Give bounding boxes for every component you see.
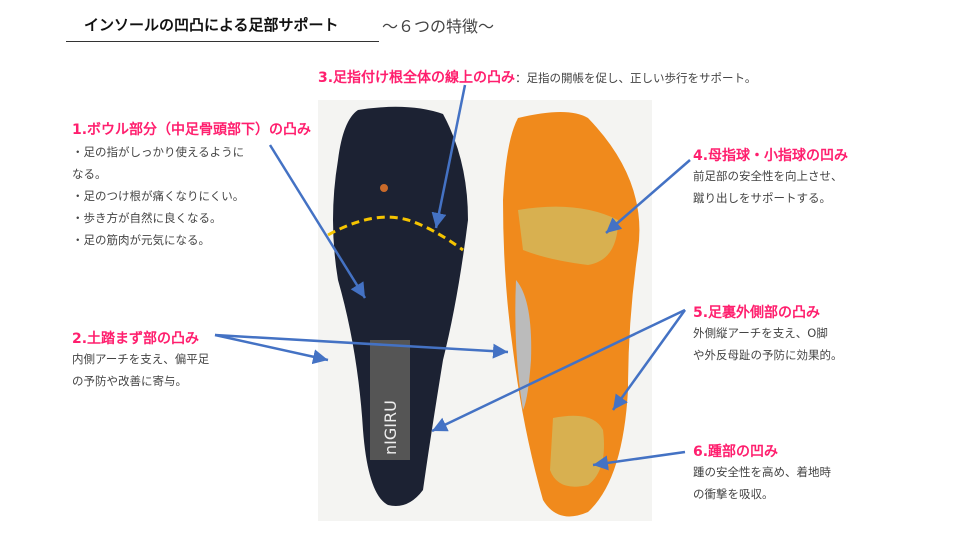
feature-6: 6.踵部の凹み 踵の安全性を高め、着地時 の衝撃を吸収。	[693, 441, 831, 505]
feature-heading: 2.土踏まず部の凸み	[72, 331, 200, 347]
feature-heading: 3.足指付け根全体の線上の凸み	[318, 70, 516, 86]
feature-heading: 5.足裏外側部の凸み	[693, 305, 821, 321]
feature-body: 内側アーチを支え、偏平足 の予防や改善に寄与。	[72, 352, 210, 388]
insole-photo: nIGIRU	[318, 100, 652, 521]
feature-1: 1.ボウル部分（中足骨頭部下）の凸み ・足の指がしっかり使えるように なる。 ・…	[72, 119, 311, 251]
feature-heading: 6.踵部の凹み	[693, 444, 779, 460]
brand-label: nIGIRU	[381, 400, 400, 455]
feature-body: ・足の指がしっかり使えるように なる。 ・足のつけ根が痛くなりにくい。 ・歩き方…	[72, 145, 245, 247]
title-underline	[66, 41, 379, 42]
feature-5: 5.足裏外側部の凸み 外側縦アーチを支え、O脚 や外反母趾の予防に効果的。	[693, 302, 843, 366]
feature-3: 3.足指付け根全体の線上の凸み：足指の開帳を促し、正しい歩行をサポート。	[318, 67, 756, 89]
feature-body: 踵の安全性を高め、着地時 の衝撃を吸収。	[693, 465, 831, 501]
feature-heading: 4.母指球・小指球の凹み	[693, 148, 849, 164]
page-title: インソールの凹凸による足部サポート	[84, 16, 339, 34]
feature-2: 2.土踏まず部の凸み 内側アーチを支え、偏平足 の予防や改善に寄与。	[72, 328, 209, 392]
page-subtitle: ～６つの特徴～	[382, 17, 495, 36]
feature-body: 前足部の安全性を向上させ、 蹴り出しをサポートする。	[693, 169, 843, 205]
feature-body: ：足指の開帳を促し、正しい歩行をサポート。	[515, 71, 757, 85]
feature-4: 4.母指球・小指球の凹み 前足部の安全性を向上させ、 蹴り出しをサポートする。	[693, 145, 848, 209]
feature-heading: 1.ボウル部分（中足骨頭部下）の凸み	[72, 122, 312, 138]
feature-body: 外側縦アーチを支え、O脚 や外反母趾の予防に効果的。	[693, 326, 843, 362]
